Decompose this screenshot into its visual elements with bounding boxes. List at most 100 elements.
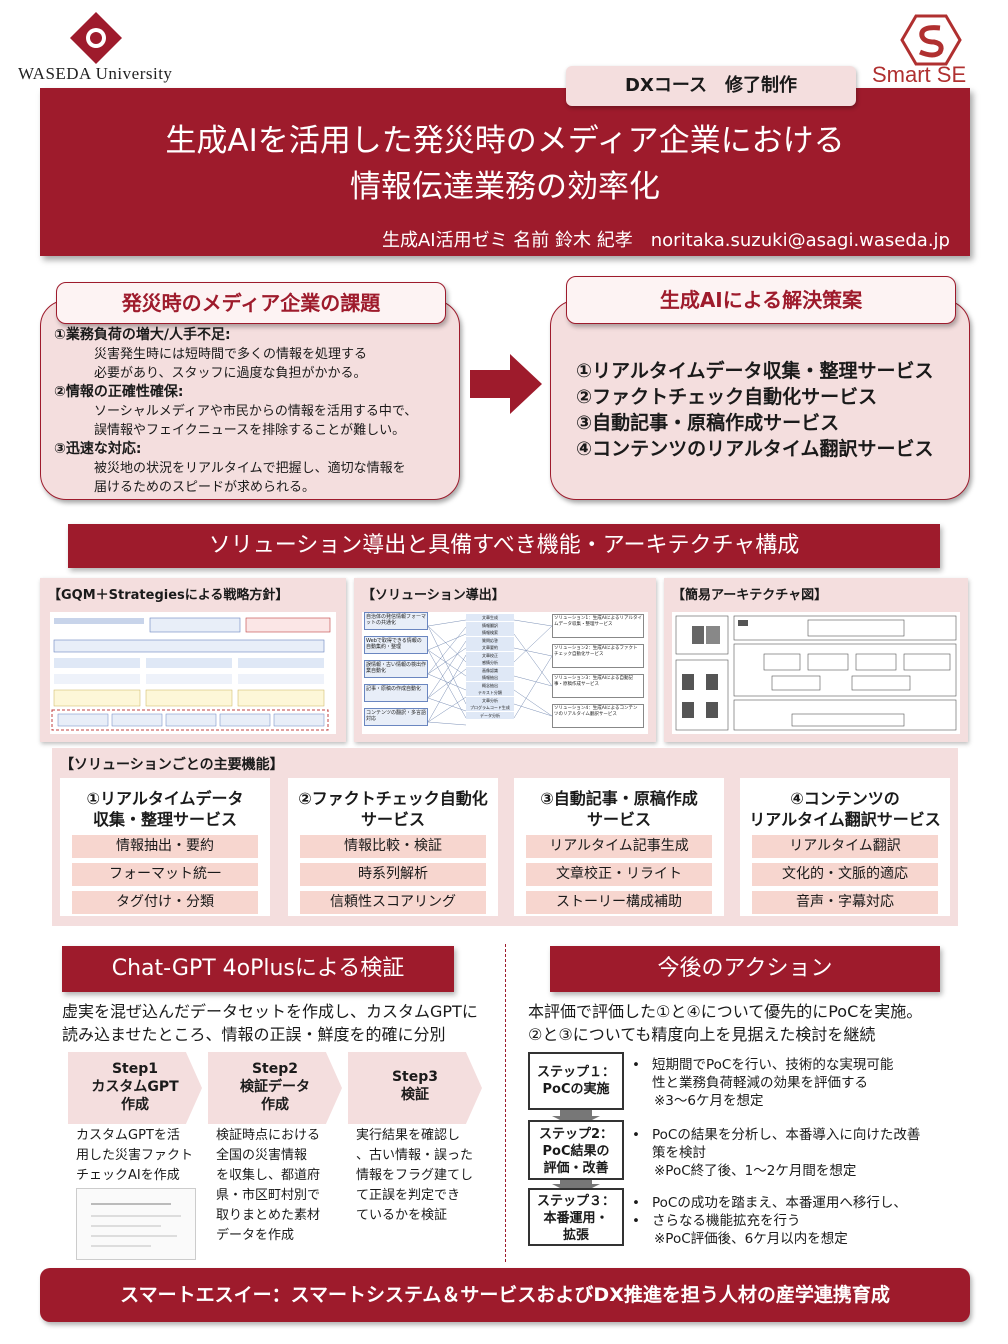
derivation-task: 情報翻訳	[466, 621, 514, 629]
step-2-description: 検証時点における全国の災害情報を収集し、都道府県・市区町村別で取りまとめた素材デ…	[216, 1128, 321, 1243]
actions-intro: 本評価で評価した①と④について優先的にPoCを実施。 ②と③についても精度向上を…	[528, 1002, 923, 1044]
derivation-task: プログラムコード生成	[466, 704, 514, 711]
solution-item: ②ファクトチェック自動化サービス	[576, 386, 878, 408]
derivation-lines	[427, 619, 553, 726]
feature-card-title: ③自動記事・原稿作成サービス	[540, 789, 698, 829]
derivation-task: 情報抽出	[466, 674, 514, 681]
stage-arrows	[552, 1108, 600, 1196]
verification-heading: Chat-GPT 4oPlusによる検証	[62, 946, 454, 992]
gqm-label: 【GQM＋Strategiesによる戦略方針】	[48, 588, 289, 603]
custom-gpt-screenshot	[76, 1188, 196, 1260]
gqm-figure: 【GQM＋Strategiesによる戦略方針】	[40, 578, 346, 742]
feature-item: リアルタイム翻訳	[752, 835, 938, 858]
derivation-solution-column: ソリューション1：生成AIによるリアルタイムデータ収集・整理サービス ソリューシ…	[552, 614, 644, 728]
derivation-strategy-box: 記事・原稿の作成自動化	[364, 684, 428, 702]
feature-card: ①リアルタイムデータ収集・整理サービス 情報抽出・要約 フォーマット統一 タグ付…	[60, 778, 270, 916]
derivation-strategy-box: Webで取得できる情報の自動集約・整理	[364, 636, 428, 654]
derivation-strategy-box: 自治体の発信情報フォーマットの共通化	[364, 612, 428, 630]
verification-intro: 虚実を混ぜ込んだデータセットを作成し、カスタムGPTに 読み込ませたところ、情報…	[62, 1002, 478, 1044]
derivation-task: 文章要約	[466, 644, 514, 651]
derivation-task: 感情分析	[466, 659, 514, 666]
architecture-label: 【簡易アーキテクチャ図】	[672, 588, 828, 603]
stage-1-box: ステップ１：PoCの実施	[528, 1052, 624, 1110]
feature-item: 情報比較・検証	[300, 835, 486, 858]
feature-card-title: ①リアルタイムデータ収集・整理サービス	[86, 789, 244, 829]
poster-title: 生成AIを活用した発災時のメディア企業における 情報伝達業務の効率化	[40, 118, 970, 210]
title-line-1: 生成AIを活用した発災時のメディア企業における	[165, 123, 845, 159]
feature-item: 音声・字幕対応	[752, 891, 938, 914]
feature-item: フォーマット統一	[72, 863, 258, 886]
course-tag: DXコース 修了制作	[566, 66, 856, 106]
university-name: WASEDA University	[18, 64, 173, 83]
feature-item: リアルタイム記事生成	[526, 835, 712, 858]
solutions-heading: 生成AIによる解決策案	[566, 276, 956, 324]
issues-heading: 発災時のメディア企業の課題	[56, 282, 446, 324]
issue-body: 被災地の状況をリアルタイムで把握し、適切な情報を届けるためのスピードが求められる…	[94, 461, 406, 495]
issue-body: 災害発生時には短時間で多くの情報を処理する必要があり、スタッフに過度な負担がかか…	[94, 347, 368, 381]
title-line-2: 情報伝達業務の効率化	[350, 169, 660, 205]
column-divider	[505, 944, 506, 1262]
solution-item: ③自動記事・原稿作成サービス	[576, 412, 840, 434]
derivation-task: 文章校正	[466, 651, 514, 659]
issues-panel	[40, 300, 460, 500]
feature-card-title: ④コンテンツのリアルタイム翻訳サービス	[749, 789, 941, 829]
feature-card-title: ②ファクトチェック自動化サービス	[298, 789, 488, 829]
derivation-task: データ分析	[466, 711, 514, 719]
gqm-diagram	[50, 612, 336, 734]
actions-heading: 今後のアクション	[550, 946, 940, 992]
feature-item: 信頼性スコアリング	[300, 891, 486, 914]
derivation-task: 画像認識	[466, 666, 514, 674]
derivation-task: 文章生成	[466, 614, 514, 621]
issue-body: ソーシャルメディアや市民からの情報を活用する中で、誤情報やフェイクニュースを排除…	[94, 404, 418, 438]
feature-item: 文化的・文脈的適応	[752, 863, 938, 886]
footer-banner: スマートエスイー：スマートシステム＆サービスおよびDX推進を担う人材の産学連携育…	[40, 1268, 970, 1322]
section-heading: ソリューション導出と具備すべき機能・アーキテクチャ構成	[68, 524, 940, 568]
step-3-description: 実行結果を確認し、古い情報・誤った情報をフラグ建てして正誤を判定できているかを検…	[356, 1128, 474, 1223]
solution-item: ①リアルタイムデータ収集・整理サービス	[576, 360, 934, 382]
derivation-task: 情報検索	[466, 629, 514, 636]
derivation-solution-box: ソリューション1：生成AIによるリアルタイムデータ収集・整理サービス	[552, 614, 644, 638]
features-label: 【ソリューションごとの主要機能】	[60, 757, 284, 773]
step-1-description: カスタムGPTを活用した災害ファクトチェックAIを作成	[76, 1128, 194, 1183]
solutions-list: ①リアルタイムデータ収集・整理サービス ②ファクトチェック自動化サービス ③自動…	[576, 358, 934, 462]
derivation-strategy-box: コンテンツの翻訳・多言語対応	[364, 708, 428, 726]
derivation-figure: 【ソリューション導出】 自治体の発信情報フォーマットの共通化 Webで取得できる…	[354, 578, 656, 742]
derivation-strategy-box: 誤情報・古い情報の検出作業自動化	[364, 660, 428, 678]
feature-item: タグ付け・分類	[72, 891, 258, 914]
solutions-panel	[550, 300, 970, 500]
stage-2-notes: •PoCの結果を分析し、本番導入に向けた改善 策を検討 ※PoC終了後、1～2ケ…	[632, 1127, 921, 1179]
stage-1-notes: •短期間でPoCを行い、技術的な実現可能 性と業務負荷軽減の効果を評価する ※3…	[632, 1057, 894, 1109]
smartse-logo-icon	[900, 14, 962, 66]
derivation-strategy-column: 自治体の発信情報フォーマットの共通化 Webで取得できる情報の自動集約・整理 誤…	[364, 612, 428, 726]
issue-title: ②情報の正確性確保:	[54, 384, 184, 400]
feature-card: ②ファクトチェック自動化サービス 情報比較・検証 時系列解析 信頼性スコアリング	[288, 778, 498, 916]
derivation-solution-box: ソリューション2：生成AIによるファクトチェック自動化サービス	[552, 644, 644, 668]
derivation-task-column: 文章生成 情報翻訳 情報検索 質問応答 文章要約 文章校正 感情分析 画像認識 …	[466, 614, 514, 719]
gqm-diagram-graphic	[51, 617, 331, 731]
feature-card: ④コンテンツのリアルタイム翻訳サービス リアルタイム翻訳 文化的・文脈的適応 音…	[740, 778, 950, 916]
issue-title: ①業務負荷の増大/人手不足:	[54, 327, 231, 343]
author-line: 生成AI活用ゼミ 名前 鈴木 紀孝 noritaka.suzuki@asagi.…	[381, 230, 950, 251]
derivation-label: 【ソリューション導出】	[362, 588, 505, 603]
derivation-task: 概念抽出	[466, 681, 514, 689]
derivation-diagram: 自治体の発信情報フォーマットの共通化 Webで取得できる情報の自動集約・整理 誤…	[362, 612, 648, 734]
feature-card: ③自動記事・原稿作成サービス リアルタイム記事生成 文章校正・リライト ストーリ…	[514, 778, 724, 916]
feature-item: 時系列解析	[300, 863, 486, 886]
derivation-task: 質問応答	[466, 636, 514, 644]
issues-list: ①業務負荷の増大/人手不足: 災害発生時には短時間で多くの情報を処理する必要があ…	[54, 326, 454, 497]
feature-item: ストーリー構成補助	[526, 891, 712, 914]
feature-item: 情報抽出・要約	[72, 835, 258, 858]
right-arrow-icon	[470, 354, 542, 414]
architecture-graphic	[675, 615, 957, 731]
issue-title: ③迅速な対応:	[54, 441, 142, 457]
smartse-logo-text: Smart SE	[872, 62, 967, 87]
derivation-solution-box: ソリューション3：生成AIによる自動記事・原稿作成サービス	[552, 674, 644, 698]
architecture-figure: 【簡易アーキテクチャ図】	[664, 578, 968, 742]
stage-3-box: ステップ３：本番運用・拡張	[528, 1188, 624, 1246]
solution-item: ④コンテンツのリアルタイム翻訳サービス	[576, 438, 934, 460]
feature-item: 文章校正・リライト	[526, 863, 712, 886]
stage-3-notes: •PoCの成功を踏まえ、本番運用へ移行し、 •さらなる機能拡充を行う ※PoC評…	[632, 1195, 907, 1247]
derivation-solution-box: ソリューション4：生成AIによるコンテンツのリアルタイム翻訳サービス	[552, 704, 644, 728]
